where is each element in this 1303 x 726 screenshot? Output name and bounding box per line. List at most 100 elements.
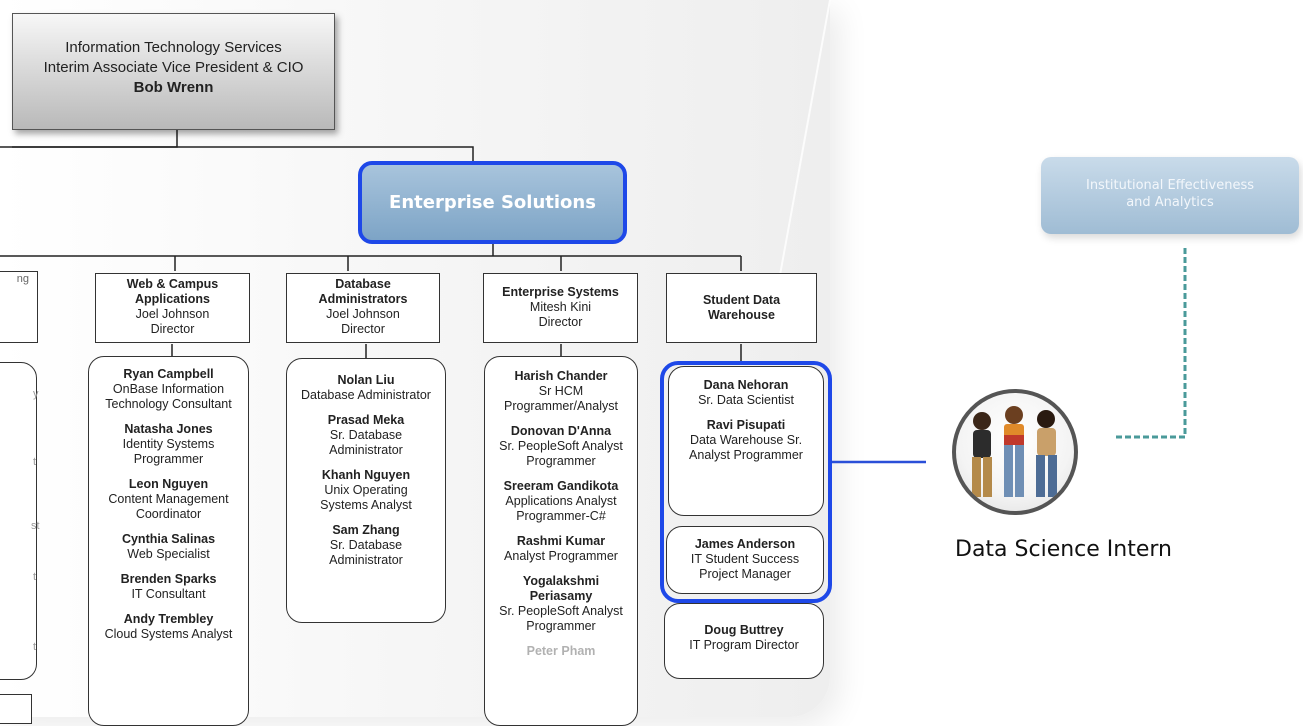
staff-role: IT Consultant — [131, 587, 206, 601]
staff-role: Unix Operating — [324, 483, 408, 497]
staff-role: Administrator — [329, 553, 403, 567]
staff-name: Andy Trembley — [123, 612, 214, 626]
partial-left-fragment: y — [33, 388, 39, 400]
staff-role: Administrator — [329, 443, 403, 457]
root-line-2: Interim Associate Vice President & CIO — [43, 59, 304, 76]
iea-dashed-connector — [1116, 248, 1187, 439]
staff-role: Project Manager — [699, 567, 791, 581]
dept-director-role: Director — [150, 322, 195, 336]
staff-role: Coordinator — [135, 507, 202, 521]
staff-name: Sreeram Gandikota — [503, 479, 619, 493]
staff-entry: Donovan D'Anna Sr. PeopleSoft Analyst Pr… — [485, 424, 637, 469]
staff-entry: Harish Chander Sr HCM Programmer/Analyst — [485, 369, 637, 414]
staff-role: Analyst Programmer — [504, 549, 618, 563]
partial-left-fragment: t — [33, 456, 37, 468]
dept-title: Student Data — [702, 293, 781, 307]
partial-left-fragment: st — [31, 520, 40, 532]
staff-name: Brenden Sparks — [120, 572, 217, 586]
staff-name: Rashmi Kumar — [516, 534, 606, 548]
staff-entry: Nolan Liu Database Administrator — [287, 373, 445, 403]
root-line-1: Information Technology Services — [65, 39, 282, 56]
staff-name: Periasamy — [529, 589, 593, 603]
staff-role: Programmer — [526, 454, 596, 468]
partial-left-fragment: t — [33, 571, 37, 583]
staff-name: Dana Nehoran — [703, 378, 789, 392]
staff-entry: Khanh Nguyen Unix Operating Systems Anal… — [287, 468, 445, 513]
staff-entry: Ravi Pisupati Data Warehouse Sr. Analyst… — [669, 418, 823, 463]
staff-entry: Ryan Campbell OnBase Information Technol… — [89, 367, 248, 412]
staff-role: Programmer — [526, 619, 596, 633]
ent-staff-box: Harish Chander Sr HCM Programmer/Analyst… — [484, 356, 638, 726]
sdw-staff-box-c: Doug Buttrey IT Program Director — [664, 603, 824, 679]
iea-line-2: and Analytics — [1126, 195, 1214, 210]
staff-role: Programmer-C# — [516, 509, 606, 523]
staff-role: Sr. Database — [329, 428, 403, 442]
staff-role: Database Administrator — [301, 388, 431, 402]
dept-director-name: Joel Johnson — [326, 307, 400, 321]
staff-role: Sr HCM — [538, 384, 584, 398]
staff-entry: Dana Nehoran Sr. Data Scientist — [669, 378, 823, 408]
students-illustration-icon — [972, 406, 1057, 497]
staff-name: Peter Pham — [526, 644, 596, 658]
staff-name: Prasad Meka — [327, 413, 405, 427]
dept-title: Database — [335, 277, 391, 291]
dept-title: Applications — [134, 292, 210, 306]
staff-name: Ravi Pisupati — [706, 418, 786, 432]
partial-left-staff-box — [0, 362, 37, 680]
staff-role: Analyst Programmer — [689, 448, 803, 462]
staff-name: Khanh Nguyen — [321, 468, 411, 482]
intern-label: Data Science Intern — [955, 537, 1172, 562]
staff-role: Sr. PeopleSoft Analyst — [499, 604, 623, 618]
staff-role: Sr. Data Scientist — [698, 393, 794, 407]
dept-title: Enterprise Systems — [502, 285, 619, 299]
staff-role: IT Program Director — [689, 638, 799, 652]
staff-role: Web Specialist — [127, 547, 210, 561]
staff-role: Systems Analyst — [320, 498, 412, 512]
sdw-staff-box-b: James Anderson IT Student Success Projec… — [666, 526, 824, 594]
staff-entry: Peter Pham — [485, 644, 637, 659]
staff-role: Programmer/Analyst — [504, 399, 618, 413]
staff-name: Harish Chander — [514, 369, 608, 383]
staff-entry: Yogalakshmi Periasamy Sr. PeopleSoft Ana… — [485, 574, 637, 634]
partial-left-heading: ng — [16, 273, 29, 285]
staff-name: Ryan Campbell — [123, 367, 214, 381]
staff-entry: Cynthia Salinas Web Specialist — [89, 532, 248, 562]
dept-director-role: Director — [538, 315, 583, 329]
intern-team-highlight — [660, 361, 832, 603]
staff-entry: Brenden Sparks IT Consultant — [89, 572, 248, 602]
staff-role: IT Student Success — [690, 552, 800, 566]
iea-box: Institutional Effectiveness and Analytic… — [1041, 157, 1299, 234]
intern-photo — [952, 389, 1078, 515]
staff-entry: Sam Zhang Sr. Database Administrator — [287, 523, 445, 568]
db-staff-box: Nolan Liu Database Administrator Prasad … — [286, 358, 446, 623]
web-staff-box: Ryan Campbell OnBase Information Technol… — [88, 356, 249, 726]
staff-role: Data Warehouse Sr. — [689, 433, 803, 447]
partial-left-dept-box: ng — [0, 271, 38, 343]
staff-name: Natasha Jones — [124, 422, 213, 436]
dept-enterprise-systems: Enterprise Systems Mitesh Kini Director — [483, 273, 638, 343]
staff-name: Yogalakshmi — [522, 574, 600, 588]
staff-entry: Andy Trembley Cloud Systems Analyst — [89, 612, 248, 642]
enterprise-solutions-label: Enterprise Solutions — [389, 192, 596, 213]
its-root-box: Information Technology Services Interim … — [12, 13, 335, 130]
staff-name: Nolan Liu — [337, 373, 395, 387]
staff-role: Cloud Systems Analyst — [104, 627, 233, 641]
staff-role: Programmer — [133, 452, 204, 466]
dept-database: Database Administrators Joel Johnson Dir… — [286, 273, 440, 343]
staff-entry: Natasha Jones Identity Systems Programme… — [89, 422, 248, 467]
staff-entry: Sreeram Gandikota Applications Analyst P… — [485, 479, 637, 524]
staff-role: Technology Consultant — [105, 397, 232, 411]
staff-entry: Prasad Meka Sr. Database Administrator — [287, 413, 445, 458]
iea-line-1: Institutional Effectiveness — [1085, 178, 1254, 193]
staff-name: Doug Buttrey — [704, 623, 784, 637]
staff-role: Identity Systems — [122, 437, 215, 451]
partial-left-fragment: t — [33, 641, 37, 653]
staff-name: James Anderson — [694, 537, 796, 551]
dept-director-name: Mitesh Kini — [529, 300, 592, 314]
staff-role: Sr. Database — [329, 538, 403, 552]
staff-role: Applications Analyst — [505, 494, 617, 508]
staff-name: Cynthia Salinas — [121, 532, 216, 546]
dept-director-name: Joel Johnson — [135, 307, 210, 321]
dept-student-data-warehouse: Student Data Warehouse — [666, 273, 817, 343]
staff-entry: Leon Nguyen Content Management Coordinat… — [89, 477, 248, 522]
